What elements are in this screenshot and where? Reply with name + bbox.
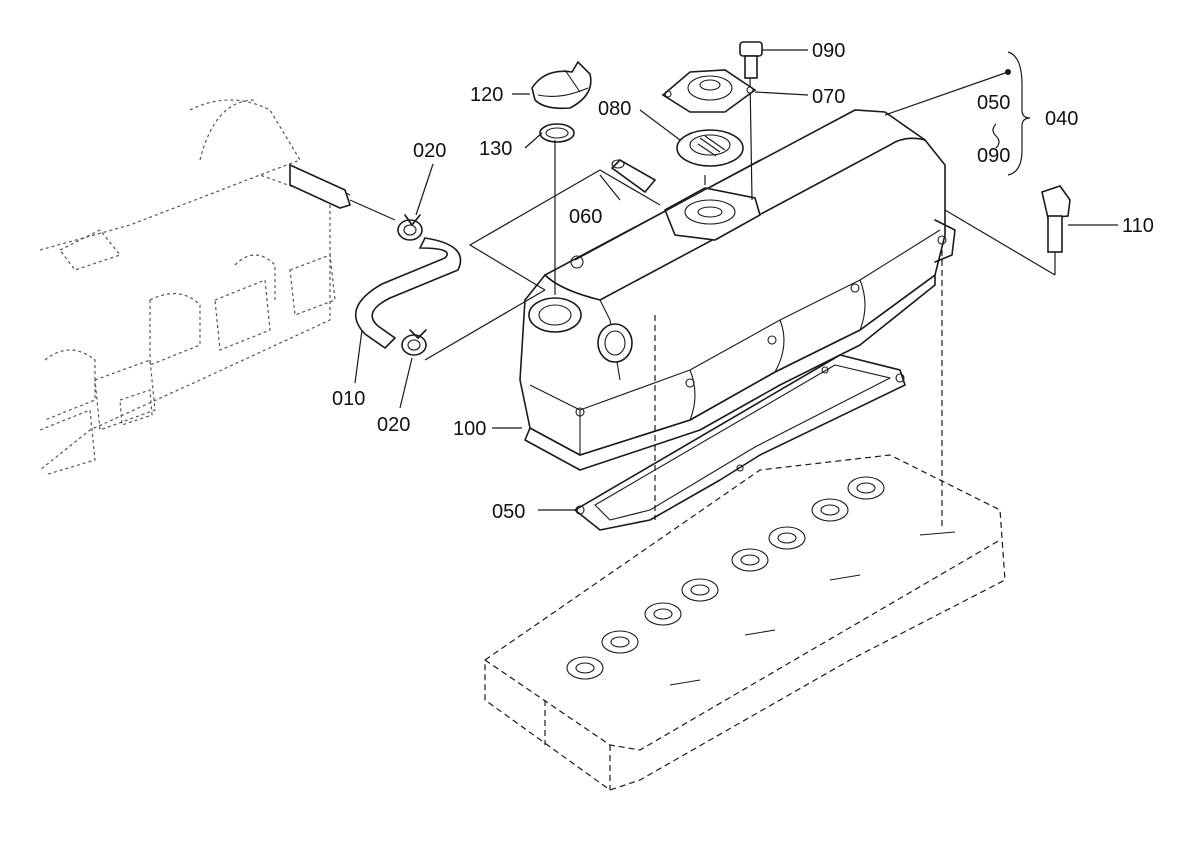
callout-050: 050 [492, 501, 525, 523]
clamp-020-top [397, 214, 423, 241]
callout-070: 070 [812, 86, 845, 108]
callout-010: 010 [332, 388, 365, 410]
pcv-pipe-060 [610, 159, 657, 194]
diaphragm-080 [676, 129, 744, 167]
callout-100: 100 [453, 418, 486, 440]
callout-120: 120 [470, 84, 503, 106]
valve-cover [519, 109, 956, 456]
callout-020-top: 020 [413, 140, 446, 162]
assembly-lines [424, 77, 1056, 530]
gasket-050 [574, 354, 906, 531]
leader-lines [354, 49, 1118, 511]
callout-080: 080 [598, 98, 631, 120]
bolt-090 [739, 41, 763, 79]
oil-filler-cap-120 [531, 60, 592, 110]
callout-020-bottom: 020 [377, 414, 410, 436]
callout-130: 130 [479, 138, 512, 160]
callouts: 090 070 120 080 130 020 060 050 040 090 … [332, 40, 1154, 523]
bolt-110 [1041, 185, 1071, 253]
callout-090-kit: 090 [977, 145, 1010, 167]
pcv-cover-070 [661, 69, 757, 113]
breather-hose-010 [289, 163, 462, 350]
callout-040: 040 [1045, 108, 1078, 130]
cylinder-head [484, 454, 1006, 791]
clamp-020-bottom [401, 329, 427, 356]
callout-090-top: 090 [812, 40, 845, 62]
o-ring-130 [539, 123, 575, 143]
callout-110: 110 [1122, 215, 1154, 237]
kit-bracket-040 [884, 51, 1031, 176]
manifold-background [39, 99, 336, 476]
callout-060: 060 [569, 206, 602, 228]
callout-050-kit: 050 [977, 92, 1010, 114]
